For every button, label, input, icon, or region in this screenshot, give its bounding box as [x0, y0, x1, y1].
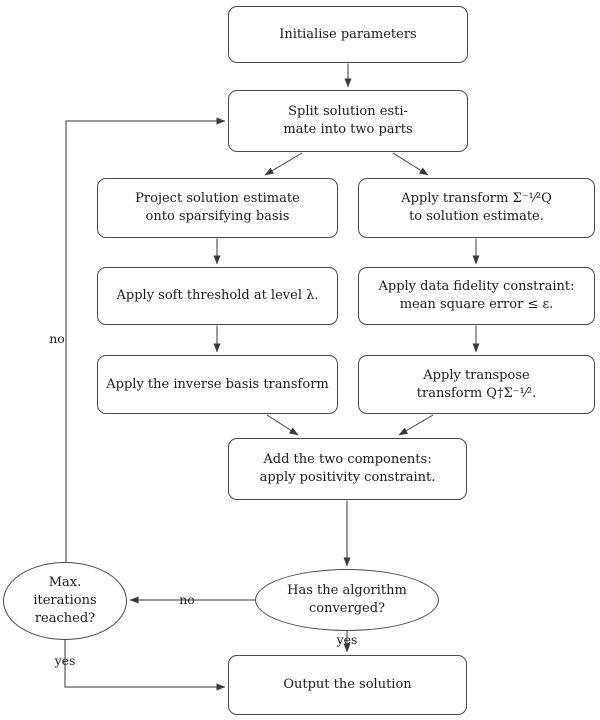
- node-initialise-parameters: Initialise parameters: [228, 6, 468, 63]
- node-output-solution: Output the solution: [228, 655, 467, 715]
- arrow-maxiter-yes-to-output: [64, 640, 226, 691]
- node-transpose-transform: Apply transpose transform Q†Σ⁻¹⁄².: [358, 355, 595, 414]
- arrow-split-to-transform: [392, 152, 429, 176]
- node-apply-transform: Apply transform Σ⁻¹⁄²Q to solution estim…: [358, 178, 595, 238]
- node-data-fidelity-constraint: Apply data fidelity constraint: mean squ…: [358, 267, 595, 325]
- edge-label-maxiter-yes: yes: [54, 653, 76, 668]
- node-inverse-basis-transform: Apply the inverse basis transform: [97, 355, 338, 414]
- decision-max-iterations-reached: Max. iterations reached?: [3, 562, 127, 640]
- node-add-components-positivity: Add the two components: apply positivity…: [228, 438, 467, 500]
- edge-label-no-loop: no: [49, 331, 65, 346]
- decision-algorithm-converged: Has the algorithm converged?: [255, 569, 439, 631]
- arrow-transpose-to-add: [398, 414, 434, 436]
- node-soft-threshold: Apply soft threshold at level λ.: [97, 267, 338, 325]
- arrow-inverse-to-add: [266, 414, 299, 436]
- arrow-split-to-project: [264, 152, 303, 176]
- node-project-onto-sparsifying-basis: Project solution estimate onto sparsifyi…: [97, 178, 338, 238]
- edge-label-converged-yes: yes: [336, 632, 358, 647]
- node-split-solution-estimate: Split solution esti- mate into two parts: [228, 90, 468, 152]
- edge-label-converged-no: no: [179, 592, 195, 607]
- arrow-maxiter-no-loop-to-split: [65, 117, 226, 562]
